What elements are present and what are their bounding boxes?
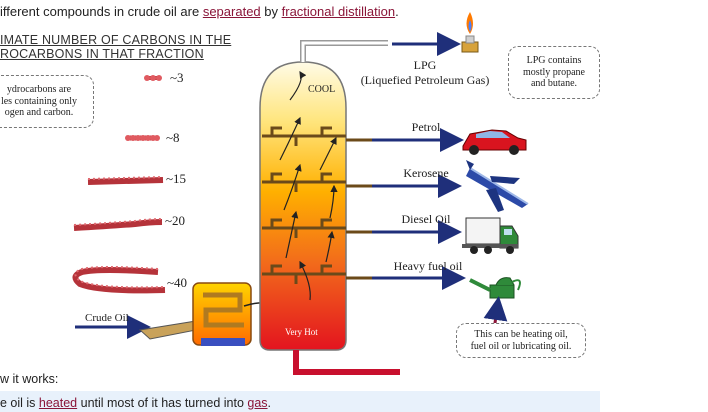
molecule-c15 xyxy=(87,176,164,185)
fraction-diesel-label: Diesel Oil xyxy=(401,212,451,226)
very-hot-label: Very Hot xyxy=(285,327,318,337)
lpg-note: LPG contains mostly propane and butane. xyxy=(508,46,600,99)
molecule-c8 xyxy=(125,135,160,141)
carbon-number-heading: IMATE NUMBER OF CARBONS IN THE ROCARBONS… xyxy=(0,33,232,61)
furnace xyxy=(192,282,280,346)
heavy-oil-note: This can be heating oil, fuel oil or lub… xyxy=(456,323,586,358)
gas-flame-icon xyxy=(461,12,479,53)
fractional-distillation-link[interactable]: fractional distillation xyxy=(281,4,396,19)
car-icon xyxy=(462,129,527,155)
hydrocarbon-note: ydrocarbons are les containing only ogen… xyxy=(0,75,94,128)
fraction-lpg-label: LPG (Liquefied Petroleum Gas) xyxy=(360,58,490,87)
heated-link[interactable]: heated xyxy=(38,396,78,410)
separated-link[interactable]: separated xyxy=(202,4,261,19)
carbon-count-3: ~3 xyxy=(170,70,184,85)
fraction-kerosene-label: Kerosene xyxy=(403,166,449,180)
residue-outlet xyxy=(293,350,400,375)
column-trays xyxy=(262,126,346,284)
molecule-c20 xyxy=(73,218,163,231)
intro-sentence: ifferent compounds in crude oil are sepa… xyxy=(0,4,399,19)
carbon-count-40: ~40 xyxy=(167,275,188,290)
gas-link[interactable]: gas xyxy=(247,396,268,410)
step-1-text: e oil is heated until most of it has tur… xyxy=(0,396,272,410)
cool-label: COOL xyxy=(308,84,336,95)
carbon-count-8: ~8 xyxy=(166,130,180,145)
molecule-c3 xyxy=(144,75,162,81)
carbon-count-15: ~15 xyxy=(166,171,187,186)
fraction-petrol-label: Petrol xyxy=(411,120,441,134)
fraction-heavy-fuel-label: Heavy fuel oil xyxy=(393,259,463,273)
airplane-icon xyxy=(466,160,529,212)
oil-can-icon xyxy=(469,277,521,299)
crude-oil-label: Crude Oil xyxy=(85,312,129,324)
truck-icon xyxy=(462,217,519,254)
how-it-works-heading: w it works: xyxy=(0,372,59,386)
step-highlight xyxy=(0,391,600,412)
output-arrows xyxy=(372,32,466,290)
molecule-c40 xyxy=(72,266,166,294)
fractionating-column xyxy=(259,61,347,351)
inlet-pipe xyxy=(138,320,197,340)
carbon-count-20: ~20 xyxy=(165,213,186,228)
